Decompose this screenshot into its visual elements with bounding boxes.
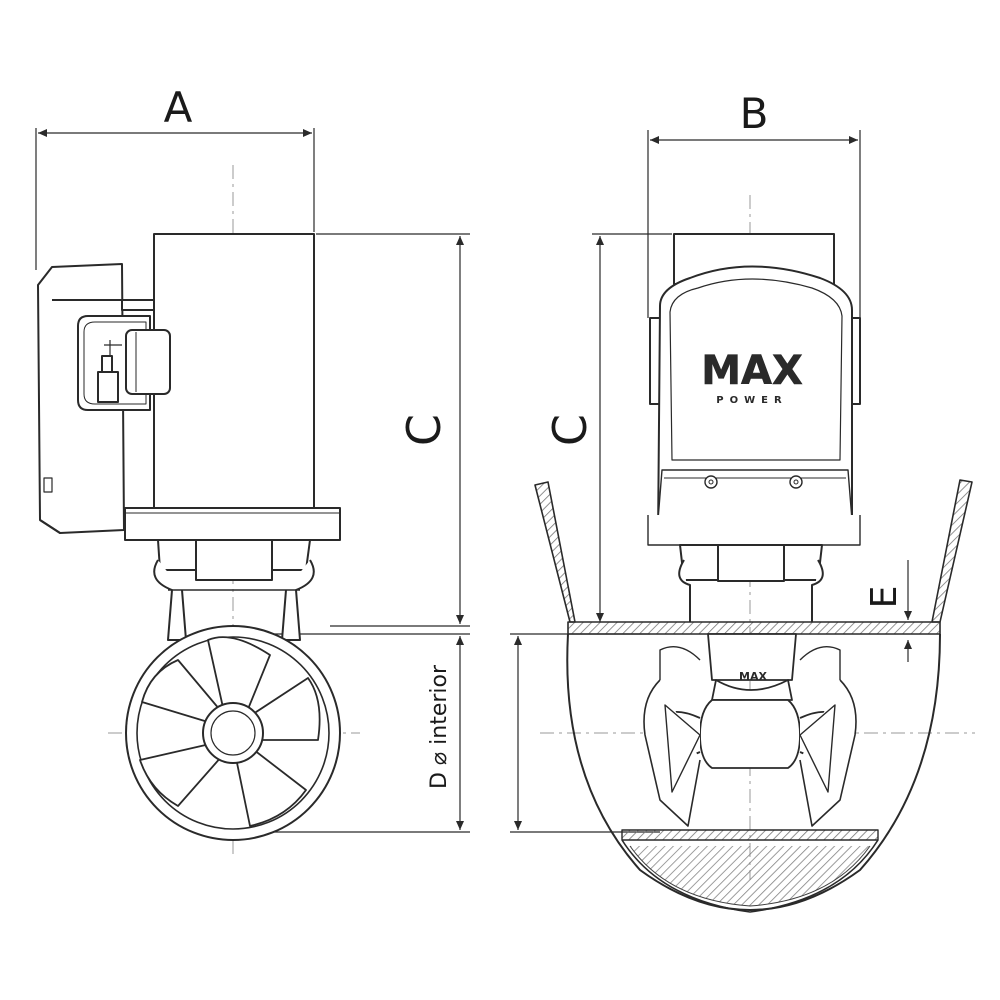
label-dim-a: A [164,83,193,132]
side-gearleg [153,539,315,641]
front-motor-cover [647,265,861,546]
dim-c-side [316,233,470,627]
dim-b [647,130,861,318]
dim-a [35,128,315,270]
front-hull [534,479,973,913]
dim-d-front [510,633,660,833]
front-view [510,130,975,913]
side-propeller [139,636,321,827]
label-dim-c-side: C [397,414,451,446]
side-tunnel [125,625,341,841]
logo-max-small: MAX [739,670,767,683]
side-motor-body [153,233,315,509]
dim-c-front [592,233,672,622]
side-flange [124,507,341,541]
label-dim-c-front: C [543,414,597,446]
side-control-box [37,263,171,534]
logo-power: POWER [716,395,787,406]
label-dim-e: E [864,586,905,609]
side-view [35,128,470,855]
front-lower-unit [643,633,857,827]
label-dim-d-interior: D ⌀ interior [427,664,452,789]
logo-max: MAX [701,348,803,394]
label-dim-b: B [740,89,769,138]
front-gearleg [678,544,824,622]
